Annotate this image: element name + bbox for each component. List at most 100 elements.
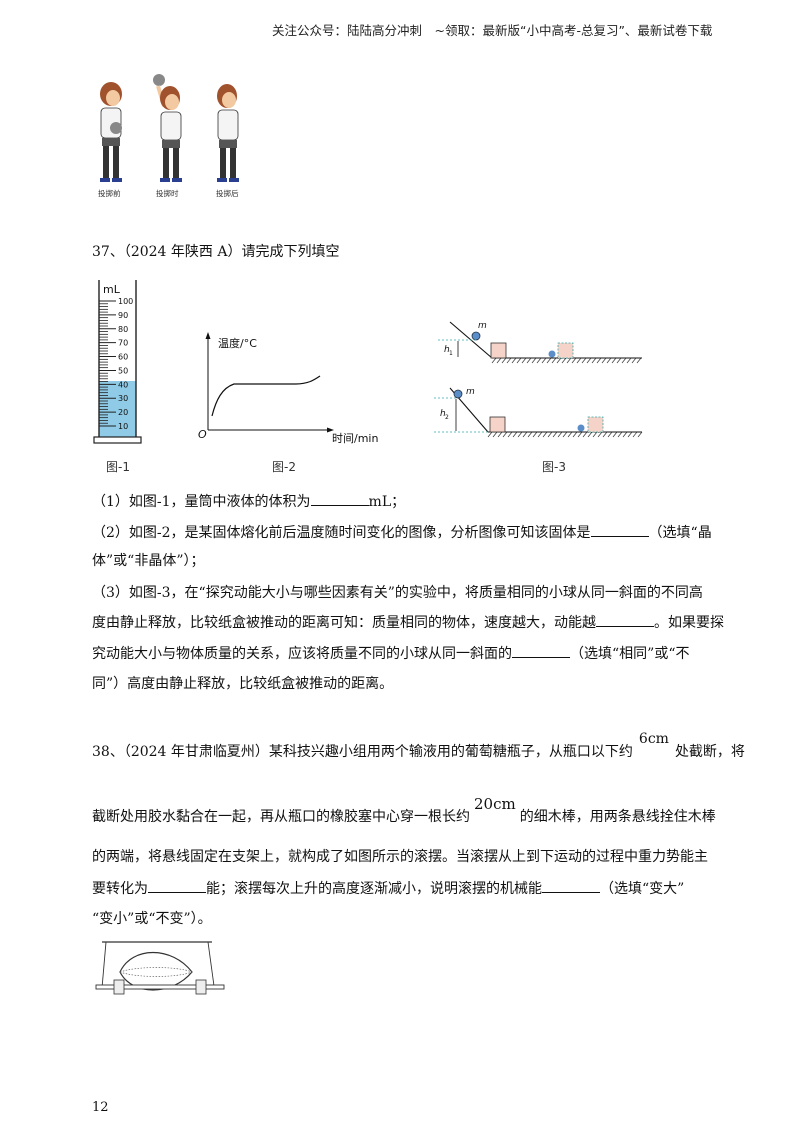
- fig2-caption: 图-2: [272, 460, 296, 474]
- ground-hatch: [502, 431, 508, 438]
- caption-during: 投掷时: [156, 188, 179, 198]
- ground-hatch: [532, 431, 538, 438]
- ground-hatch: [632, 431, 638, 438]
- cylinder-tick-label: 90: [118, 311, 128, 320]
- maxwell-pendulum-figure: [92, 940, 232, 1004]
- ground-hatch: [516, 357, 522, 364]
- q38-line5: “变小”或“不变”）。: [92, 911, 212, 927]
- ground-hatch: [626, 357, 632, 364]
- q38-unit-20cm: 20cm: [474, 795, 516, 813]
- ground-hatch: [557, 431, 563, 438]
- ground-hatch: [566, 357, 572, 364]
- ground-hatch: [517, 431, 523, 438]
- svg-text:2: 2: [445, 414, 449, 421]
- fig2-graph: 温度/°C O 时间/min: [196, 330, 396, 446]
- ground-hatch: [627, 431, 633, 438]
- ground-hatch: [511, 357, 517, 364]
- q37-blank-4[interactable]: [512, 643, 570, 658]
- cylinder-tick-label: 60: [118, 353, 128, 362]
- ground-hatch: [542, 431, 548, 438]
- temperature-curve: [211, 375, 321, 417]
- ground-hatch: [597, 431, 603, 438]
- q37-part3: （3）如图-3，在“探究动能大小与哪些因素有关”的实验中，将质量相同的小球从同一…: [92, 585, 703, 601]
- ground-hatch: [587, 431, 593, 438]
- ground-hatch: [507, 431, 513, 438]
- ground-hatch: [506, 357, 512, 364]
- student-before-throw: [100, 82, 122, 182]
- q37-part3-line4: 同”）高度由静止释放，比较纸盒被推动的距离。: [92, 676, 394, 692]
- ground-hatch: [521, 357, 527, 364]
- ground-hatch: [617, 431, 623, 438]
- cylinder-tick-label: 100: [118, 297, 133, 306]
- q38-blank-2[interactable]: [542, 878, 600, 893]
- ground-hatch: [487, 431, 493, 438]
- throwing-figure: 投掷前 投掷时 投掷后: [86, 72, 256, 202]
- cylinder-tick-label: 40: [118, 380, 128, 389]
- ground-hatch: [601, 357, 607, 364]
- ramp-lower: m h 2: [434, 387, 643, 438]
- student-during-throw: [153, 74, 182, 182]
- ground-hatch: [612, 431, 618, 438]
- ground-hatch: [536, 357, 542, 364]
- ground-hatch: [492, 431, 498, 438]
- ground-hatch: [616, 357, 622, 364]
- ground-hatch: [621, 357, 627, 364]
- cylinder-tick-label: 20: [118, 408, 128, 417]
- ground-hatch: [602, 431, 608, 438]
- q37-blank-1[interactable]: [310, 491, 369, 506]
- ground-hatch: [551, 357, 557, 364]
- ground-hatch: [541, 357, 547, 364]
- ground-hatch: [571, 357, 577, 364]
- ground-hatch: [526, 357, 532, 364]
- ground-hatch: [522, 431, 528, 438]
- cylinder-tick-label: 70: [118, 339, 128, 348]
- q37-title: 37、（2024 年陕西 A）请完成下列填空: [92, 244, 340, 260]
- ground-hatch: [582, 431, 588, 438]
- cylinder-tick-label: 30: [118, 394, 128, 403]
- ground-hatch: [596, 357, 602, 364]
- svg-text:h: h: [444, 345, 450, 355]
- q38-line1: 38、（2024 年甘肃临夏州）某科技兴趣小组用两个输液用的葡萄糖瓶子，从瓶口以…: [92, 731, 745, 760]
- ground-hatch: [512, 431, 518, 438]
- caption-after: 投掷后: [216, 188, 239, 198]
- ramps-drawing: m h 1 m h 2: [434, 321, 643, 438]
- ground-hatch: [501, 357, 507, 364]
- student-after-throw: [217, 84, 239, 182]
- ground-hatch: [591, 357, 597, 364]
- q37-blank-3[interactable]: [596, 612, 654, 627]
- ground-hatch: [581, 357, 587, 364]
- fig3-ramps: m h 1 m h 2: [430, 318, 646, 440]
- fig1-caption: 图-1: [106, 460, 130, 474]
- ground-hatch: [572, 431, 578, 438]
- q37-part2-cont: 体”或“非晶体”）；: [92, 553, 205, 569]
- cylinder-tick-label: 10: [118, 422, 128, 431]
- ground-hatch: [611, 357, 617, 364]
- q37-blank-2[interactable]: [590, 522, 649, 537]
- ground-hatch: [606, 357, 612, 364]
- ground-hatch: [537, 431, 543, 438]
- graph-ylabel: 温度/°C: [218, 336, 257, 350]
- ground-hatch: [592, 431, 598, 438]
- cylinder-unit: mL: [103, 283, 121, 296]
- ground-hatch: [631, 357, 637, 364]
- ground-hatch: [491, 357, 497, 364]
- ground-hatch: [547, 431, 553, 438]
- ground-hatch: [586, 357, 592, 364]
- ground-hatch: [622, 431, 628, 438]
- q38-blank-1[interactable]: [148, 878, 206, 893]
- ground-hatch: [567, 431, 573, 438]
- graph-drawing: 温度/°C O 时间/min: [198, 332, 378, 445]
- page-header: 关注公众号：陆陆高分冲刺 ~领取：最新版“小中高考-总复习”、最新试卷下载: [272, 23, 713, 38]
- q37-part2: （2）如图-2，是某固体熔化前后温度随时间变化的图像，分析图像可知该固体是（选填…: [92, 522, 712, 543]
- page-number: 12: [92, 1100, 109, 1115]
- cylinder-tick-label: 80: [118, 325, 128, 334]
- q38-unit-6cm: 6cm: [638, 731, 669, 747]
- ramp-upper: m h 1: [438, 321, 642, 364]
- graph-xlabel: 时间/min: [332, 432, 378, 445]
- svg-text:h: h: [440, 409, 446, 419]
- q37-part3-line2: 度由静止释放，比较纸盒被推动的距离可知：质量相同的物体，速度越大，动能越。如果要…: [92, 612, 724, 633]
- ground-hatch: [561, 357, 567, 364]
